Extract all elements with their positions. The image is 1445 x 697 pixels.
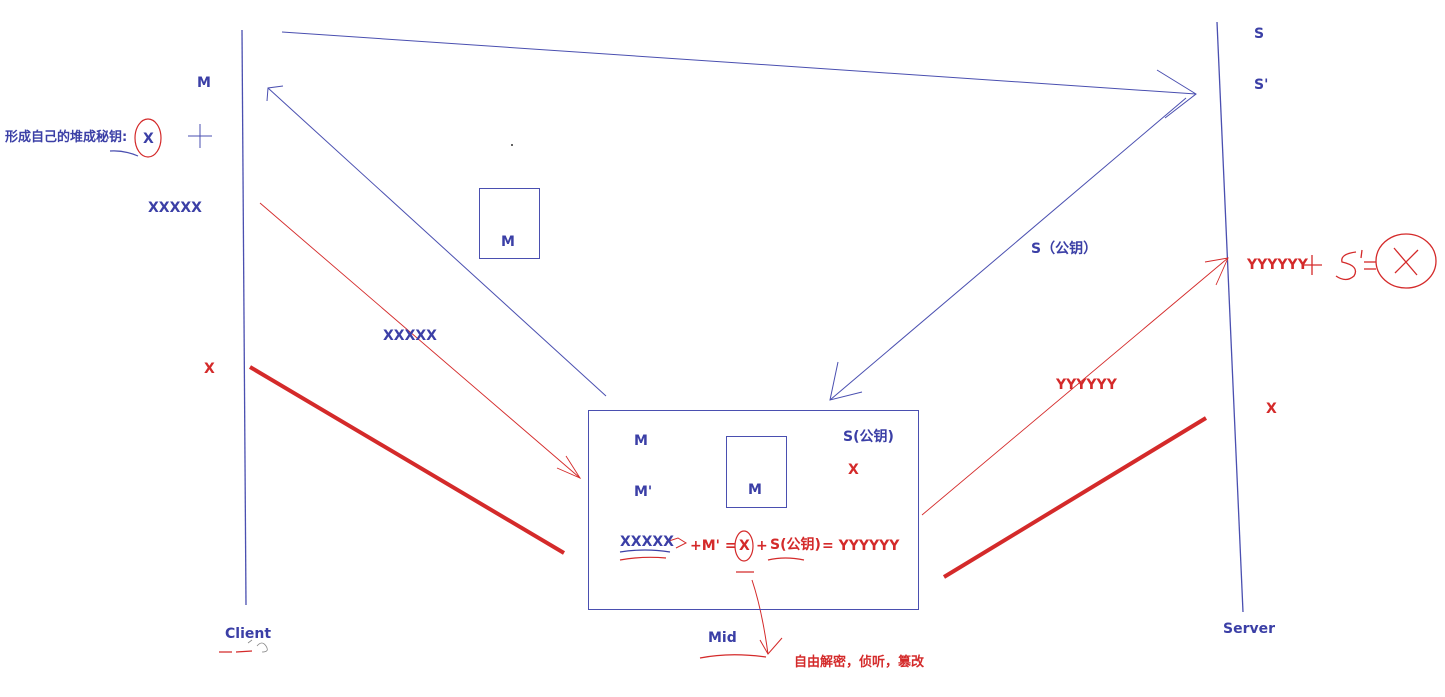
thick-line-client	[248, 365, 566, 555]
client-x-circle	[134, 118, 162, 158]
client-label: Client	[225, 626, 272, 642]
x-to-note-arrow	[751, 579, 769, 655]
mid-inner-m-label: M	[748, 482, 762, 498]
thick-line-server	[942, 416, 1208, 579]
server-s-prime-label: S'	[1254, 77, 1269, 93]
channel-yyyyyy-label: YYYYYY	[1056, 377, 1117, 393]
formula-xxxxx: XXXXX	[620, 534, 674, 550]
server-handwritten-equation	[1302, 233, 1437, 289]
client-underline	[219, 650, 253, 653]
formula-plus: +	[756, 538, 768, 554]
mid-box	[588, 410, 919, 610]
server-yyyyyy-label: YYYYYY	[1247, 257, 1308, 273]
xxxxx-underline-red	[619, 556, 667, 561]
channel-m-box	[479, 188, 540, 259]
client-key-note: 形成自己的堆成秘钥:	[5, 130, 128, 145]
mid-label: Mid	[708, 630, 737, 646]
arrowhead-mid-to-server	[1204, 257, 1229, 286]
mid-underline	[699, 654, 767, 659]
arrowhead-server-to-mid	[829, 361, 863, 401]
client-x-label: X	[143, 131, 154, 147]
client-lifeline	[241, 29, 247, 606]
arrow-mid-to-client	[267, 87, 607, 397]
arrow-client-to-server	[281, 31, 1197, 95]
channel-m-box-label: M	[501, 234, 515, 250]
server-s-label: S	[1254, 26, 1265, 42]
formula-x-circle	[734, 530, 754, 562]
formula-x: X	[739, 538, 750, 554]
client-xxxxx-label: XXXXX	[148, 200, 202, 216]
formula-arrow-mark	[665, 537, 688, 549]
arrowhead-client-to-mid	[556, 455, 582, 479]
formula-result: = YYYYYY	[822, 538, 900, 554]
x-to-note-arrowhead	[759, 637, 783, 655]
xxxxx-underline	[619, 549, 671, 553]
arrowhead-client-to-server	[1156, 69, 1197, 119]
client-x-red-label: X	[204, 361, 215, 377]
client-m-label: M	[197, 75, 211, 91]
mid-s-public-label: S(公钥)	[843, 429, 894, 445]
formula-plus-m-prime: +M' =	[690, 538, 737, 554]
mid-m-label: M	[634, 433, 648, 449]
channel-xxxxx-label: XXXXX	[383, 328, 437, 344]
arrowhead-mid-to-client	[266, 85, 284, 102]
formula-s-public: S(公钥)	[770, 537, 821, 553]
server-label: Server	[1223, 621, 1276, 637]
note-underline	[109, 150, 139, 157]
mid-note: 自由解密，侦听，篡改	[794, 655, 925, 670]
arrow-mid-to-server	[921, 257, 1229, 516]
server-lifeline	[1216, 21, 1244, 613]
arrow-server-to-mid	[829, 97, 1187, 401]
mid-inner-m-box	[726, 436, 787, 508]
channel-s-public-label: S（公钥）	[1031, 241, 1098, 257]
stray-dot	[511, 144, 513, 146]
client-scribble	[247, 639, 268, 653]
server-x-red-label: X	[1266, 401, 1277, 417]
mid-m-prime-label: M'	[634, 484, 653, 500]
arrow-client-to-mid	[259, 202, 581, 479]
mid-x-red-label: X	[848, 462, 859, 478]
s-public-underline	[767, 557, 805, 561]
